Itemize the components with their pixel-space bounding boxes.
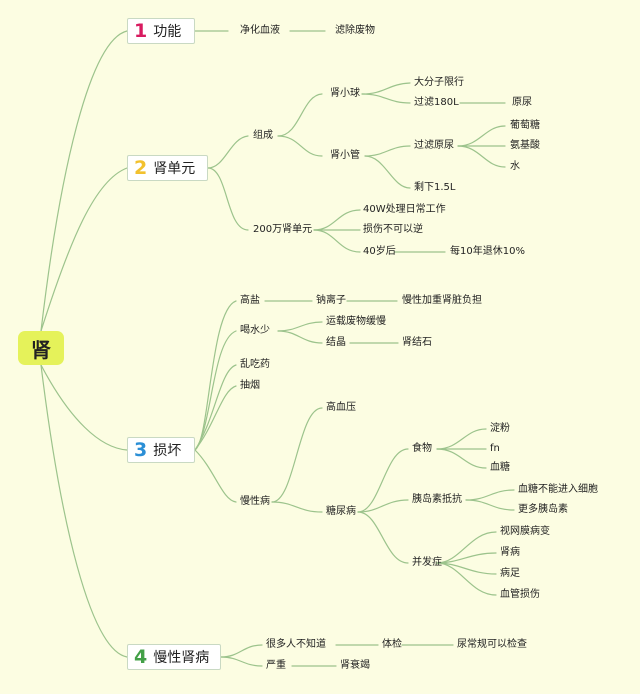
- node-high-salt[interactable]: 高盐: [240, 295, 260, 306]
- number-badge: 1: [134, 19, 148, 42]
- section-label: 损坏: [153, 443, 182, 459]
- node-crystallization[interactable]: 结晶: [326, 337, 346, 348]
- node-severe[interactable]: 严重: [266, 660, 286, 671]
- node-more-insulin[interactable]: 更多胰岛素: [518, 504, 568, 515]
- node-nephropathy[interactable]: 肾病: [500, 547, 520, 558]
- node-amino-acid[interactable]: 氨基酸: [510, 140, 540, 151]
- node-blood-sugar[interactable]: 血糖: [490, 462, 510, 473]
- node-retire-10-percent[interactable]: 每10年退休10%: [450, 246, 525, 257]
- node-renal-tubule[interactable]: 肾小管: [330, 150, 360, 161]
- node-filter-primary-urine[interactable]: 过滤原尿: [414, 140, 454, 151]
- section-damage[interactable]: 3 损坏: [127, 437, 195, 463]
- section-nephron[interactable]: 2 肾单元: [127, 155, 208, 181]
- node-hypertension[interactable]: 高血压: [326, 402, 356, 413]
- section-chronic-kidney-disease[interactable]: 4 慢性肾病: [127, 644, 221, 670]
- node-diabetes[interactable]: 糖尿病: [326, 506, 356, 517]
- node-complications[interactable]: 并发症: [412, 557, 442, 568]
- node-chronic-disease[interactable]: 慢性病: [240, 496, 270, 507]
- node-kidney-failure[interactable]: 肾衰竭: [340, 660, 370, 671]
- node-after-40[interactable]: 40岁后: [363, 246, 396, 257]
- node-purify-blood[interactable]: 净化血液: [240, 25, 280, 36]
- node-primary-urine[interactable]: 原尿: [512, 97, 532, 108]
- node-damage-irreversible[interactable]: 损伤不可以逆: [363, 224, 423, 235]
- node-starch[interactable]: 淀粉: [490, 423, 510, 434]
- node-macromolecule-limit[interactable]: 大分子限行: [414, 77, 464, 88]
- node-sodium-ion[interactable]: 钠离子: [316, 295, 346, 306]
- section-label: 功能: [153, 24, 182, 40]
- node-remaining-1-5l[interactable]: 剩下1.5L: [414, 182, 456, 193]
- node-slow-waste-transport[interactable]: 运载废物缓慢: [326, 316, 386, 327]
- node-diabetic-foot[interactable]: 病足: [500, 568, 520, 579]
- node-checkup[interactable]: 体检: [382, 639, 402, 650]
- node-food[interactable]: 食物: [412, 443, 432, 454]
- number-badge: 4: [134, 645, 148, 668]
- node-sugar-not-entering-cells[interactable]: 血糖不能进入细胞: [518, 484, 598, 495]
- node-many-unaware[interactable]: 很多人不知道: [266, 639, 326, 650]
- number-badge: 2: [134, 156, 148, 179]
- section-label: 肾单元: [153, 161, 196, 177]
- node-kidney-stone[interactable]: 肾结石: [402, 337, 432, 348]
- root-node[interactable]: 肾: [18, 331, 64, 365]
- section-label: 慢性肾病: [153, 650, 210, 666]
- node-drink-less-water[interactable]: 喝水少: [240, 325, 270, 336]
- node-chronic-burden[interactable]: 慢性加重肾脏负担: [402, 295, 482, 306]
- number-badge: 3: [134, 438, 148, 461]
- node-composition[interactable]: 组成: [253, 130, 273, 141]
- node-random-medication[interactable]: 乱吃药: [240, 359, 270, 370]
- node-insulin-resistance[interactable]: 胰岛素抵抗: [412, 494, 462, 505]
- node-filter-180l[interactable]: 过滤180L: [414, 97, 459, 108]
- node-400k-daily-work[interactable]: 40W处理日常工作: [363, 204, 446, 215]
- node-glucose[interactable]: 葡萄糖: [510, 120, 540, 131]
- node-filter-waste[interactable]: 滤除废物: [335, 25, 375, 36]
- node-vascular-damage[interactable]: 血管损伤: [500, 589, 540, 600]
- node-2-million-nephrons[interactable]: 200万肾单元: [253, 224, 313, 235]
- node-fn[interactable]: fn: [490, 443, 500, 454]
- node-urine-test[interactable]: 尿常规可以检查: [457, 639, 527, 650]
- node-glomerulus[interactable]: 肾小球: [330, 88, 360, 99]
- node-retinopathy[interactable]: 视网膜病变: [500, 526, 550, 537]
- node-smoking[interactable]: 抽烟: [240, 380, 260, 391]
- node-water[interactable]: 水: [510, 161, 520, 172]
- section-function[interactable]: 1 功能: [127, 18, 195, 44]
